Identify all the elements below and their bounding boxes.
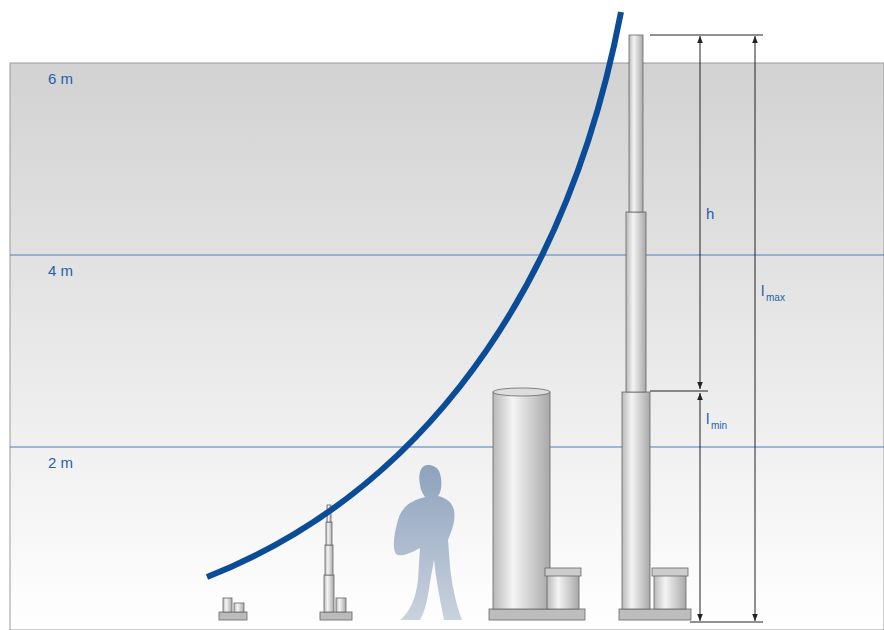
slim-column xyxy=(320,505,352,620)
retracted-column xyxy=(489,388,585,620)
dimension-subscript: max xyxy=(766,293,785,303)
person-silhouette xyxy=(394,465,462,620)
grid-line xyxy=(10,254,884,255)
small-column xyxy=(219,598,247,620)
growth-curve xyxy=(207,12,621,577)
dimension-label: l xyxy=(706,411,709,426)
grid-line xyxy=(10,446,884,447)
dimension-label: h xyxy=(706,206,714,221)
scale-label: 6 m xyxy=(48,71,73,86)
extended-column xyxy=(619,35,691,620)
dimension-lines xyxy=(650,35,763,622)
scale-label: 4 m xyxy=(48,263,73,278)
background-panel xyxy=(10,63,884,630)
scale-label: 2 m xyxy=(48,455,73,470)
dimension-label: l xyxy=(761,283,764,298)
dimension-subscript: min xyxy=(711,421,727,431)
